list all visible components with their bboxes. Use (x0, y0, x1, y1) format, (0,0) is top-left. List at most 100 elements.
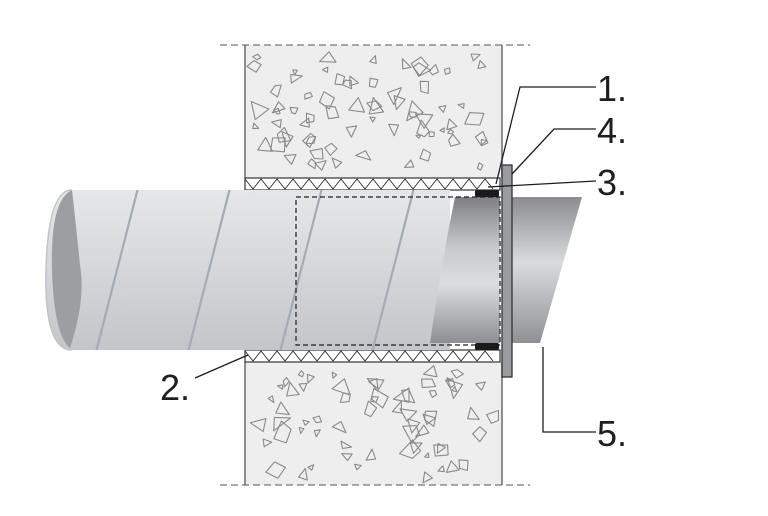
aggregate-stone (419, 80, 430, 94)
aggregate-stone (298, 427, 305, 435)
aggregate-stone (252, 53, 262, 61)
label-2: 2. (160, 367, 190, 408)
aggregate-stone (437, 465, 445, 473)
aggregate-stone (419, 148, 432, 162)
aggregate-stone (369, 55, 377, 65)
aggregate-stone (480, 139, 488, 146)
aggregate-stone (407, 418, 421, 434)
aggregate-stone (289, 106, 299, 115)
aggregate-stone (446, 118, 458, 131)
aggregate-stone (392, 387, 410, 403)
aggregate-stone (450, 369, 464, 379)
aggregate-stone (402, 424, 420, 443)
aggregate-stone (290, 73, 303, 84)
aggregate-stone (436, 442, 446, 454)
aggregate-stone (447, 379, 464, 400)
aggregate-stone (444, 378, 456, 389)
aggregate-stone (297, 370, 305, 378)
aggregate-stone (302, 132, 316, 148)
aggregate-stone (249, 417, 267, 432)
aggregate-stone (457, 103, 465, 109)
aggregate-stone (269, 84, 282, 98)
aggregate-stone (399, 408, 418, 423)
aggregate-stone (401, 389, 416, 404)
aggregate-stone (262, 438, 273, 448)
aggregate-stone (422, 365, 438, 378)
insulation-hatch-upper (244, 178, 494, 190)
aggregate-stone (345, 125, 358, 138)
aggregate-stone (298, 467, 308, 481)
aggregate-stone (467, 406, 480, 420)
aggregate-stone (273, 416, 292, 432)
aggregate-stone (252, 122, 260, 130)
aggregate-stone (472, 426, 488, 443)
aggregate-stone (476, 162, 484, 171)
label-4: 4. (597, 110, 627, 151)
aggregate-stone (448, 133, 461, 147)
aggregate-stone (470, 53, 481, 62)
aggregate-stone (370, 387, 389, 409)
aggregate-stone (415, 424, 430, 438)
aggregate-stone (321, 66, 329, 73)
label-5: 5. (597, 413, 627, 454)
aggregate-stone (292, 69, 298, 76)
aggregate-stone (428, 389, 438, 398)
aggregate-stone (443, 67, 451, 75)
spiral-duct (45, 189, 450, 351)
aggregate-stone (312, 415, 323, 424)
aggregate-stone (331, 371, 338, 379)
aggregate-stone (276, 126, 292, 143)
aggregate-stone (474, 130, 489, 147)
gasket-lower (475, 343, 499, 350)
aggregate-stone (439, 127, 445, 133)
aggregate-stone (368, 377, 379, 390)
duct-open-end (51, 190, 82, 348)
aggregate-stone (341, 453, 353, 462)
aggregate-stone (423, 410, 438, 427)
aggregate-stone (324, 142, 338, 156)
aggregate-stone (445, 460, 460, 473)
aggregate-stone (414, 113, 434, 129)
aggregate-stone (422, 471, 433, 484)
duct-end-rim (45, 189, 73, 351)
insulation-layer (244, 177, 501, 363)
aggregate-stone (298, 382, 308, 392)
aggregate-stone (331, 378, 351, 396)
aggregate-stone (299, 117, 310, 128)
inner-spigot (430, 197, 500, 343)
aggregate-stone (348, 97, 366, 113)
aggregate-stone (354, 463, 362, 471)
aggregate-stone (477, 59, 487, 70)
leader-1 (495, 86, 596, 185)
duct-body (45, 190, 450, 350)
aggregate-stone (486, 409, 500, 424)
leader-2 (194, 354, 249, 379)
concrete-aggregate (246, 51, 500, 484)
aggregate-stone (401, 58, 412, 70)
aggregate-stone (424, 452, 430, 459)
aggregate-stone (416, 119, 430, 138)
aggregate-stone (340, 440, 353, 450)
aggregate-stone (307, 464, 315, 471)
aggregate-stone (286, 381, 300, 397)
aggregate-stone (404, 159, 415, 168)
aggregate-stone (302, 419, 310, 426)
aggregate-stone (368, 77, 379, 88)
aggregate-stone (267, 395, 275, 404)
aggregate-stone (428, 131, 435, 138)
aggregate-stone (366, 100, 383, 112)
leader-5 (542, 347, 596, 433)
aggregate-stone (318, 91, 335, 110)
aggregate-stone (428, 64, 440, 76)
aggregate-stone (368, 96, 385, 115)
insulation-hatch-lower (244, 350, 494, 362)
aggregate-stone (273, 420, 292, 444)
leader-4 (511, 128, 596, 175)
aggregate-stone (250, 100, 270, 121)
concrete-wall (220, 44, 530, 486)
aggregate-stone (257, 136, 273, 152)
gasket-upper (475, 190, 499, 197)
aggregate-stone (319, 51, 337, 63)
label-3: 3. (597, 162, 627, 203)
